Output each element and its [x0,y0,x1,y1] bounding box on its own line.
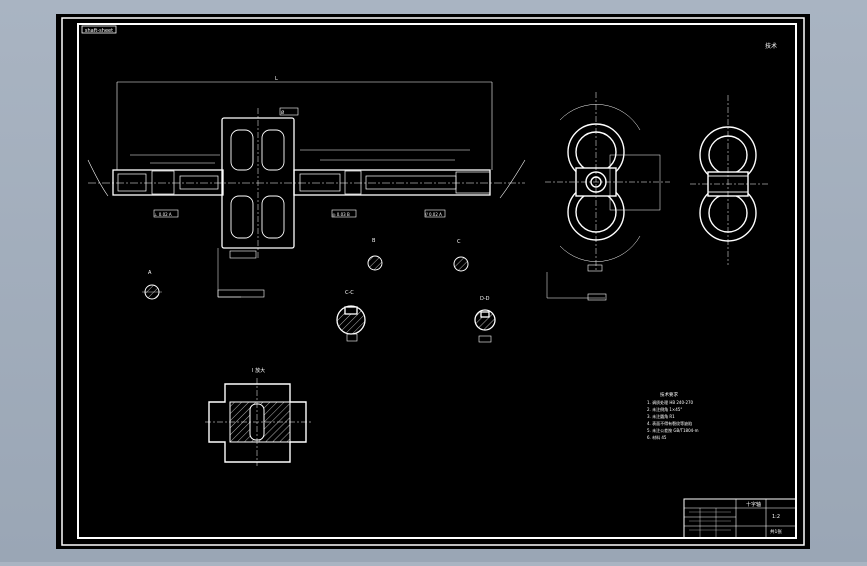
section-view-a [142,284,162,300]
part-name: 十字轴 [746,501,761,508]
side-view-left [545,92,670,301]
scale-value: 1:2 [772,514,780,520]
title-block [683,498,797,539]
tech-note-line: 2. 未注倒角 1×45° [647,406,682,412]
side-view-right [690,95,768,265]
tolerance-callout-3: // 0.02 A [425,212,442,217]
drawing-canvas [56,14,810,549]
section-c-label: C [457,239,461,245]
main-shaft-view [87,81,526,298]
tech-note-line: 5. 未注公差按 GB/T1804-m [647,427,699,433]
tolerance-callout-2: ◎ 0.03 B [332,212,350,217]
detail-view-label: I 放大 [252,367,265,374]
diameter-callout: Ø [281,110,284,115]
inner-frame [77,23,797,539]
overall-length-label: L [275,76,278,82]
section-dd-label: D-D [480,296,490,302]
note-mark: 技术 [765,42,777,50]
sheet-count: 共1张 [770,528,782,535]
tech-notes-heading: 技术要求 [660,391,678,398]
tech-note-line: 3. 未注圆角 R1 [647,413,675,419]
section-cc-label: C-C [345,290,354,296]
outer-frame [61,17,805,546]
svg-text:shaft-sheet: shaft-sheet [85,28,113,34]
section-view-c [453,256,469,272]
technical-notes: 技术要求 1. 调质处理 HB 240-270 2. 未注倒角 1×45° 3.… [647,391,699,440]
section-b-label: B [372,238,376,244]
section-view-b [367,255,383,271]
tech-note-line: 6. 材料 45 [647,434,667,440]
tech-note-line: 1. 调质处理 HB 240-270 [647,399,694,405]
tolerance-callout-1: ⊥ 0.02 A [154,212,172,217]
section-a-label: A [148,270,152,276]
section-view-cc [336,305,366,342]
tech-note-line: 4. 表面不得有裂纹等缺陷 [647,420,692,426]
detail-cross-view [205,378,312,466]
sheet-tag: shaft-sheet [81,25,117,34]
section-view-dd [474,309,496,343]
